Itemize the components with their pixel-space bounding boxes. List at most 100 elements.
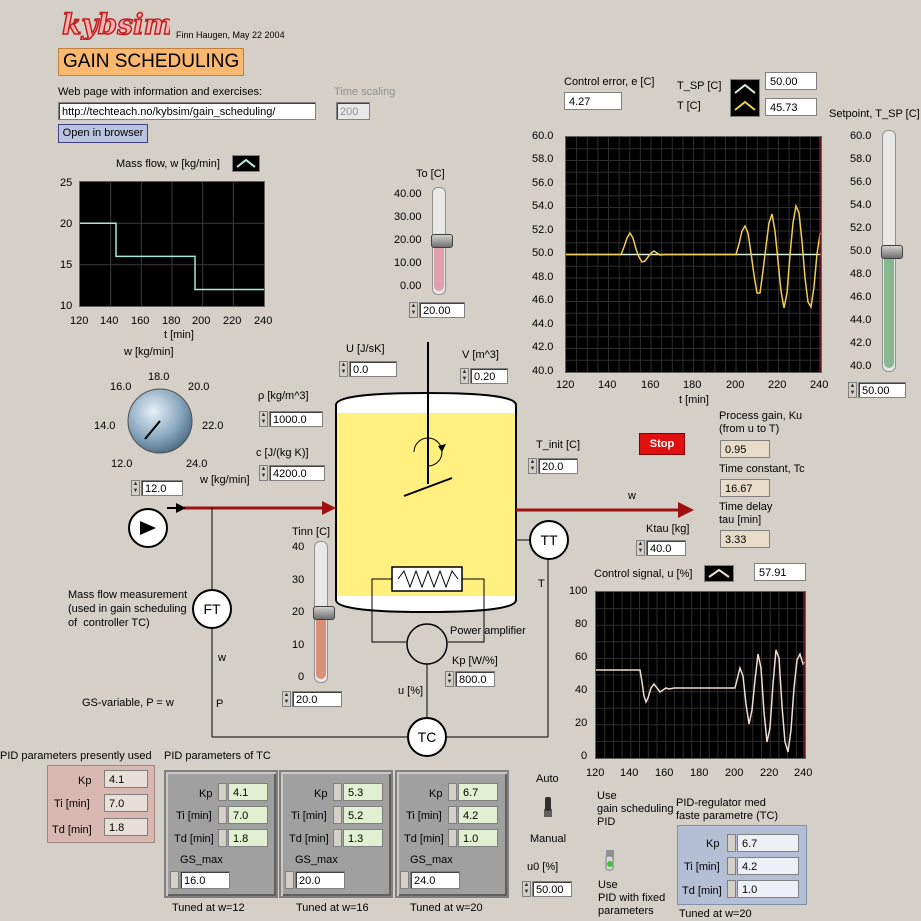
open-browser-button[interactable]: Open in browser — [58, 124, 148, 143]
fixed-kp-spin[interactable] — [727, 834, 736, 852]
pid-set-2-kp[interactable]: 5.3 — [343, 783, 383, 801]
pid-set-2-td-spin[interactable] — [333, 829, 342, 847]
fixed-td[interactable]: 1.0 — [737, 880, 799, 898]
TC-controller: TC — [407, 717, 447, 757]
pid-set-1-kp[interactable]: 4.1 — [228, 783, 268, 801]
pid-set-3-gsmax[interactable]: 24.0 — [410, 871, 460, 889]
Kp-power-field[interactable]: 800.0 — [455, 671, 495, 687]
time-constant-label: Time constant, Tc — [719, 463, 805, 475]
To-spin[interactable]: ▲▼ — [409, 302, 418, 318]
pid-set-1-td-spin[interactable] — [218, 829, 227, 847]
Ktau-spin[interactable]: ▲▼ — [636, 540, 645, 556]
pid-set-3-td[interactable]: 1.0 — [458, 829, 498, 847]
c-spin[interactable]: ▲▼ — [259, 465, 268, 481]
V-spin[interactable]: ▲▼ — [460, 368, 469, 384]
rho-spin[interactable]: ▲▼ — [259, 411, 268, 427]
u-xtick: 140 — [620, 767, 639, 779]
fixed-ti[interactable]: 4.2 — [737, 857, 799, 875]
pid-set-1-kp-spin[interactable] — [218, 783, 227, 801]
pid-set-1-gsmax-spin[interactable] — [170, 871, 179, 889]
knob-spin[interactable]: ▲▼ — [131, 480, 140, 496]
mass-flow-knob[interactable] — [126, 387, 194, 455]
Kp-power-spin[interactable]: ▲▼ — [445, 671, 454, 687]
setpoint-tick: 56.0 — [850, 176, 872, 188]
knob-value[interactable]: 12.0 — [141, 480, 183, 496]
mass-flow-xtick: 140 — [100, 315, 119, 327]
V-field[interactable]: 0.20 — [470, 368, 508, 384]
pid-present-td-label: Td [min] — [52, 824, 92, 836]
setpoint-tick: 52.0 — [850, 222, 872, 234]
fixed-kp[interactable]: 6.7 — [737, 834, 799, 852]
fixed-ti-spin[interactable] — [727, 857, 736, 875]
u-xtick: 160 — [655, 767, 674, 779]
To-slider-fill — [434, 241, 444, 291]
pid-set-1-ti-spin[interactable] — [218, 806, 227, 824]
Ktau-label: Ktau [kg] — [646, 523, 690, 535]
pid-set-1-ti[interactable]: 7.0 — [228, 806, 268, 824]
pid-set-2-gsmax-label: GS_max — [295, 854, 338, 866]
u-ytick: 20 — [575, 717, 588, 729]
pid-set-3-gsmax-spin[interactable] — [400, 871, 409, 889]
knob-tick: 14.0 — [94, 420, 116, 432]
mass-flow-xtick: 200 — [192, 315, 211, 327]
temp-ytick: 54.0 — [532, 200, 554, 212]
u0-field[interactable]: 50.00 — [532, 881, 572, 897]
Tinn-field[interactable]: 20.0 — [292, 691, 342, 707]
rho-field[interactable]: 1000.0 — [269, 411, 323, 427]
pid-set-2-gsmax[interactable]: 20.0 — [295, 871, 345, 889]
temp-xtick: 160 — [641, 379, 660, 391]
pid-set-2-ti[interactable]: 5.2 — [343, 806, 383, 824]
pid-present-kp-value: 4.1 — [104, 770, 148, 788]
time-constant-field: 16.67 — [720, 479, 770, 497]
stop-button[interactable]: Stop — [639, 433, 685, 455]
pid-set-3-kp-spin[interactable] — [448, 783, 457, 801]
auto-manual-toggle[interactable] — [542, 795, 554, 819]
T-init-spin[interactable]: ▲▼ — [528, 458, 537, 474]
fixed-pid-title: PID-regulator med faste parametre (TC) — [676, 797, 779, 822]
To-slider-thumb[interactable] — [431, 234, 453, 248]
pid-set-3-ti[interactable]: 4.2 — [458, 806, 498, 824]
temp-ytick: 42.0 — [532, 341, 554, 353]
time-scaling-field[interactable]: 200 — [336, 102, 370, 120]
pid-set-1-gsmax[interactable]: 16.0 — [180, 871, 230, 889]
t-value: 45.73 — [765, 98, 817, 116]
gs-toggle[interactable] — [603, 848, 617, 872]
U-field[interactable]: 0.0 — [349, 361, 397, 377]
setpoint-field[interactable]: 50.00 — [858, 382, 906, 398]
U-label: U [J/sK] — [346, 343, 385, 355]
temp-ytick: 50.0 — [532, 247, 554, 259]
pid-set-2-kp-spin[interactable] — [333, 783, 342, 801]
pid-tc-title: PID parameters of TC — [164, 750, 271, 762]
setpoint-slider-thumb[interactable] — [881, 245, 903, 259]
ft-w-label: w — [218, 652, 226, 664]
setpoint-slider[interactable] — [881, 130, 903, 372]
To-slider[interactable] — [431, 187, 453, 295]
pid-set-2-ti-spin[interactable] — [333, 806, 342, 824]
pid-set-1-td[interactable]: 1.8 — [228, 829, 268, 847]
Tinn-slider-thumb[interactable] — [313, 606, 335, 620]
pid-set-2-gsmax-spin[interactable] — [285, 871, 294, 889]
url-field[interactable]: http://techteach.no/kybsim/gain_scheduli… — [58, 102, 316, 120]
pid-set-3-ti-spin[interactable] — [448, 806, 457, 824]
temp-xtick: 140 — [598, 379, 617, 391]
pid-present-td-value: 1.8 — [104, 818, 148, 836]
Tinn-spin[interactable]: ▲▼ — [282, 691, 291, 707]
pid-set-3-td-spin[interactable] — [448, 829, 457, 847]
Ktau-field[interactable]: 40.0 — [646, 540, 686, 556]
pid-set-1-tuned: Tuned at w=12 — [172, 902, 245, 914]
pid-present-title: PID parameters presently used — [0, 750, 152, 762]
pid-set-3-td-label: Td [min] — [404, 833, 444, 845]
knob-tick: 22.0 — [202, 420, 224, 432]
T-init-field[interactable]: 20.0 — [538, 458, 578, 474]
setpoint-spin[interactable]: ▲▼ — [848, 382, 857, 398]
control-error-field: 4.27 — [564, 92, 622, 110]
To-field[interactable]: 20.00 — [419, 302, 465, 318]
c-field[interactable]: 4200.0 — [269, 465, 325, 481]
pid-set-3-kp[interactable]: 6.7 — [458, 783, 498, 801]
Tinn-tick: 10 — [292, 639, 305, 651]
Tinn-slider[interactable] — [313, 541, 335, 683]
U-spin[interactable]: ▲▼ — [339, 361, 348, 377]
u0-spin[interactable]: ▲▼ — [522, 881, 531, 897]
pid-set-2-td[interactable]: 1.3 — [343, 829, 383, 847]
fixed-td-spin[interactable] — [727, 880, 736, 898]
